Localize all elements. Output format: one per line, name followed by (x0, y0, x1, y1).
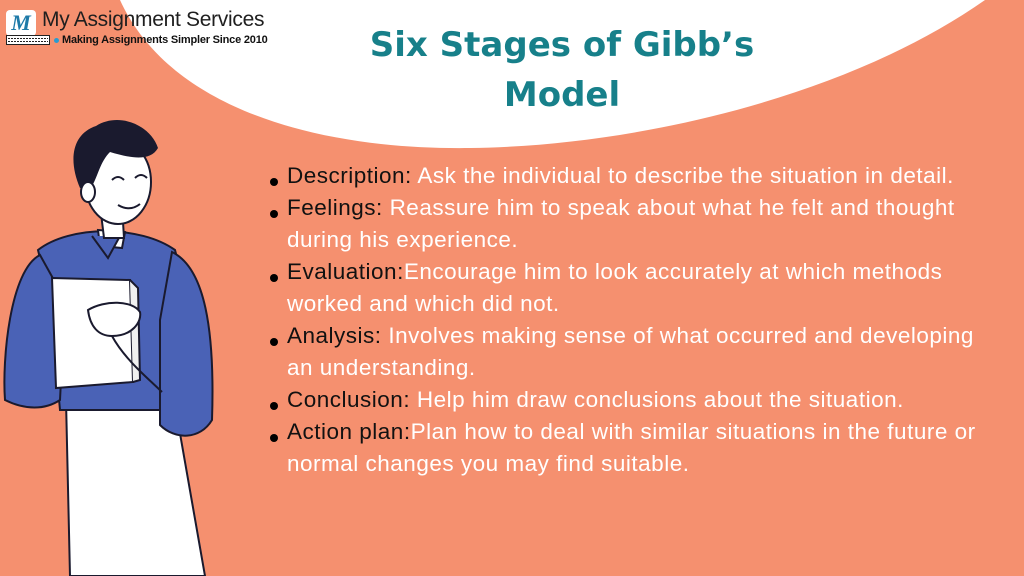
brand-name: My Assignment Services (42, 8, 265, 31)
brand-tagline: Making Assignments Simpler Since 2010 (62, 34, 268, 46)
gibbs-stages-list: Description: Ask the individual to descr… (266, 160, 1006, 480)
title-line-2: Model (503, 75, 621, 115)
stage-term: Conclusion: (287, 387, 411, 412)
stage-term: Feelings: (287, 195, 383, 220)
title-line-1: Six Stages of Gibb’s (369, 25, 755, 65)
globe-icon (54, 37, 59, 43)
logo-mark-icon: M (6, 10, 36, 36)
page-title: Six Stages of Gibb’s Model (330, 20, 794, 120)
man-holding-book-illustration (3, 120, 214, 576)
stage-term: Action plan: (287, 419, 411, 444)
list-item-conclusion: Conclusion: Help him draw conclusions ab… (266, 384, 1006, 416)
list-item-analysis: Analysis: Involves making sense of what … (266, 320, 1006, 384)
stage-text: Encourage him to look accurately at whic… (287, 259, 943, 316)
stage-term: Description: (287, 163, 412, 188)
stage-text: Help him draw conclusions about the situ… (416, 387, 904, 412)
stage-term: Analysis: (287, 323, 382, 348)
list-item-feelings: Feelings: Reassure him to speak about wh… (266, 192, 1006, 256)
stage-text: Involves making sense of what occurred a… (287, 323, 974, 380)
stage-text: Reassure him to speak about what he felt… (287, 195, 955, 252)
list-item-description: Description: Ask the individual to descr… (266, 160, 1006, 192)
stage-term: Evaluation: (287, 259, 404, 284)
stage-text: Ask the individual to describe the situa… (417, 163, 954, 188)
keyboard-icon (6, 35, 50, 45)
stage-text: Plan how to deal with similar situations… (287, 419, 976, 476)
brand-logo: M My Assignment Services Making Assignme… (6, 8, 268, 46)
list-item-action-plan: Action plan:Plan how to deal with simila… (266, 416, 1006, 480)
list-item-evaluation: Evaluation:Encourage him to look accurat… (266, 256, 1006, 320)
